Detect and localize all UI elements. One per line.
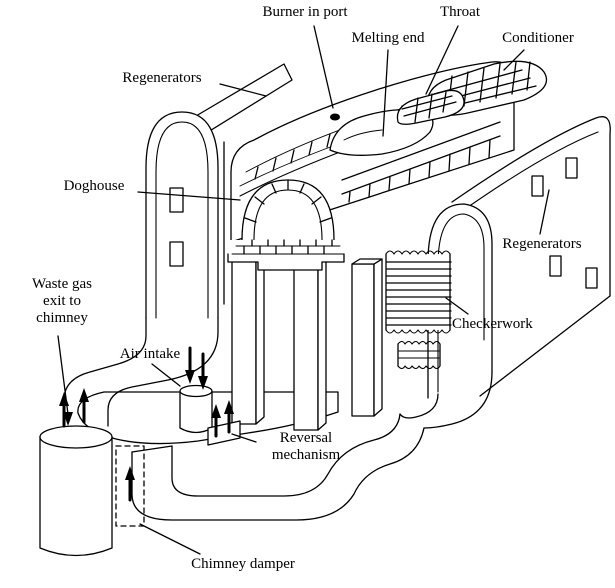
right-flue-elbow (399, 371, 493, 429)
left-regenerator-arch (145, 111, 219, 319)
regenerator-vent (531, 175, 544, 197)
doghouse-base (227, 239, 345, 271)
regenerator-vent (169, 187, 184, 213)
label-waste-gas-exit: Waste gas exit to chimney (31, 276, 93, 326)
flow-arrows-chimney (59, 388, 89, 428)
air-intake-pipe (179, 346, 213, 434)
checkerwork-lower-piece (397, 340, 441, 370)
label-regenerators-left: Regenerators (122, 70, 202, 86)
chimney (39, 388, 113, 557)
flow-arrows-air-intake (185, 346, 208, 390)
regenerator-vent (565, 157, 578, 179)
checkerwork-block (385, 250, 452, 370)
damper-dashed-outline (115, 445, 145, 527)
chimney-damper (115, 445, 145, 527)
throat-block (396, 89, 465, 125)
label-reversal-mechanism: Reversal mechanism (271, 430, 341, 463)
label-air-intake: Air intake (119, 346, 181, 362)
label-throat: Throat (440, 4, 480, 20)
front-face-bricks (341, 121, 501, 203)
label-melting-end: Melting end (351, 30, 425, 46)
front-flue-run (131, 413, 425, 521)
regenerator-vent (169, 241, 184, 267)
label-doghouse: Doghouse (63, 178, 125, 194)
label-regenerators-right: Regenerators (502, 236, 582, 252)
right-regenerator-arch (427, 203, 493, 399)
label-conditioner: Conditioner (502, 30, 574, 46)
burner-port-dot (330, 113, 340, 121)
label-chimney-damper: Chimney damper (191, 556, 295, 572)
regenerator-vent (549, 255, 562, 277)
doghouse-radial-bricks (244, 179, 332, 223)
doghouse-arch (227, 179, 345, 271)
label-burner-in-port: Burner in port (262, 4, 348, 20)
leader-lines (57, 25, 550, 555)
support-columns (231, 246, 383, 431)
regenerator-vent (585, 267, 598, 289)
label-checkerwork: Checkerwork (452, 316, 533, 332)
reversal-mechanism (207, 400, 241, 446)
